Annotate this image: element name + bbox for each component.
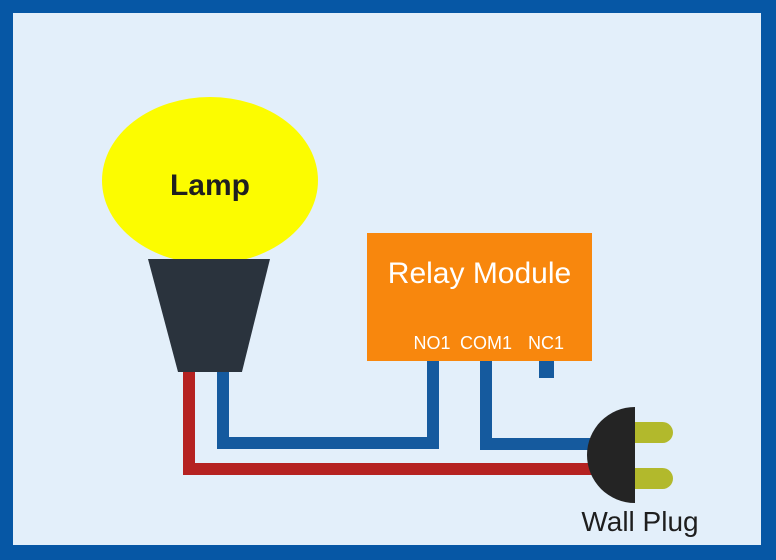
blue-wire-no1-vertical (427, 361, 439, 449)
blue-wire-nc1-stub (539, 361, 554, 378)
relay-module-box: Relay Module NO1 COM1 NC1 (367, 233, 592, 361)
relay-terminal-label-com1: COM1 (459, 333, 513, 353)
blue-wire-com1-vertical (480, 361, 492, 450)
wall-plug-prong-top (635, 422, 673, 443)
relay-terminal-label-no1: NO1 (413, 333, 451, 353)
red-wire-lamp-vertical (183, 368, 195, 475)
lamp-bulb (102, 97, 318, 264)
blue-wire-lamp-to-no1-horizontal (217, 437, 439, 449)
relay-terminal-label-nc1: NC1 (527, 333, 565, 353)
blue-wire-lamp-vertical (217, 368, 229, 449)
red-wire-lamp-to-plug-horizontal (183, 463, 600, 475)
blue-wire-com1-to-plug-horizontal (480, 438, 600, 450)
relay-module-title: Relay Module (387, 257, 572, 290)
wall-plug-label: Wall Plug (581, 506, 699, 537)
wall-plug-prong-bottom (635, 468, 673, 489)
lamp-label: Lamp (169, 169, 250, 202)
